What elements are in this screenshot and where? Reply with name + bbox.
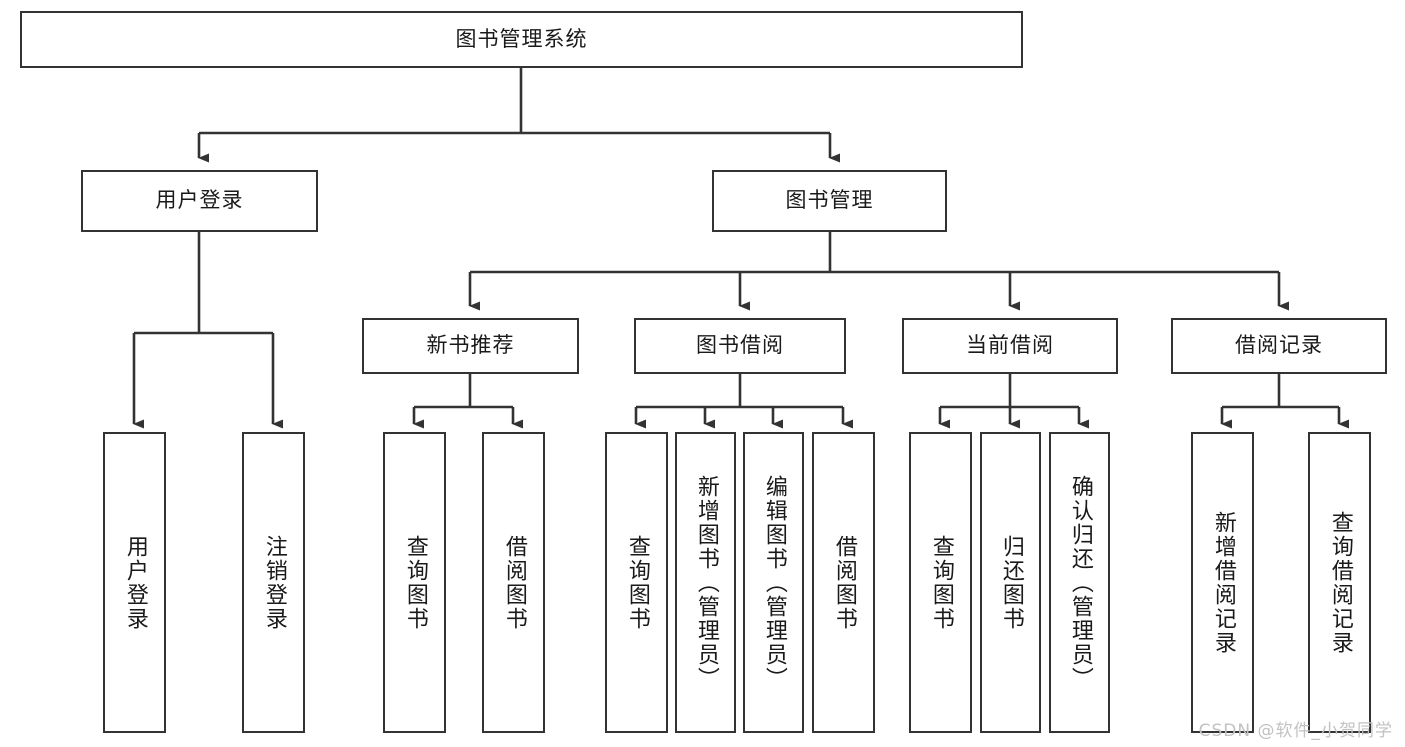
node-borrow-record[interactable]: 借阅记录 <box>1171 318 1387 374</box>
leaf-new-book-rec-2[interactable]: 借阅图书 <box>482 432 545 733</box>
leaf-user-login-1-label: 用户登录 <box>122 534 148 631</box>
leaf-new-book-rec-1-label: 查询图书 <box>402 534 428 631</box>
watermark-text: CSDN @软件_小贺同学 <box>1198 721 1393 741</box>
leaf-book-borrow-2-label: 新增图书（管理员） <box>693 474 719 691</box>
leaf-current-borrow-2[interactable]: 归还图书 <box>980 432 1041 733</box>
leaf-current-borrow-1[interactable]: 查询图书 <box>909 432 972 733</box>
node-user-login[interactable]: 用户登录 <box>81 170 318 232</box>
leaf-current-borrow-1-label: 查询图书 <box>928 534 954 631</box>
node-book-manage[interactable]: 图书管理 <box>712 170 947 232</box>
node-book-borrow-label: 图书借阅 <box>696 333 784 358</box>
leaf-borrow-record-2[interactable]: 查询借阅记录 <box>1308 432 1371 733</box>
node-current-borrow[interactable]: 当前借阅 <box>902 318 1118 374</box>
leaf-new-book-rec-1[interactable]: 查询图书 <box>383 432 446 733</box>
node-root-label: 图书管理系统 <box>455 26 588 51</box>
node-book-manage-label: 图书管理 <box>785 188 874 213</box>
node-new-book-rec[interactable]: 新书推荐 <box>362 318 579 374</box>
leaf-user-login-1[interactable]: 用户登录 <box>103 432 166 733</box>
leaf-current-borrow-2-label: 归还图书 <box>998 534 1024 631</box>
leaf-book-borrow-3[interactable]: 编辑图书（管理员） <box>743 432 804 733</box>
leaf-user-login-2[interactable]: 注销登录 <box>242 432 305 733</box>
leaf-book-borrow-1[interactable]: 查询图书 <box>605 432 668 733</box>
leaf-book-borrow-4-label: 借阅图书 <box>831 534 857 631</box>
leaf-borrow-record-2-label: 查询借阅记录 <box>1327 510 1353 655</box>
node-book-borrow[interactable]: 图书借阅 <box>634 318 846 374</box>
leaf-new-book-rec-2-label: 借阅图书 <box>501 534 527 631</box>
leaf-current-borrow-3-label: 确认归还（管理员） <box>1067 474 1093 691</box>
leaf-book-borrow-3-label: 编辑图书（管理员） <box>761 474 787 691</box>
leaf-borrow-record-1[interactable]: 新增借阅记录 <box>1191 432 1254 733</box>
node-current-borrow-label: 当前借阅 <box>966 333 1054 358</box>
node-user-login-label: 用户登录 <box>155 188 244 213</box>
leaf-borrow-record-1-label: 新增借阅记录 <box>1210 510 1236 655</box>
leaf-book-borrow-2[interactable]: 新增图书（管理员） <box>675 432 736 733</box>
node-root[interactable]: 图书管理系统 <box>20 11 1023 68</box>
node-new-book-rec-label: 新书推荐 <box>426 333 515 358</box>
node-borrow-record-label: 借阅记录 <box>1235 333 1323 358</box>
leaf-book-borrow-4[interactable]: 借阅图书 <box>812 432 875 733</box>
leaf-book-borrow-1-label: 查询图书 <box>624 534 650 631</box>
leaf-current-borrow-3[interactable]: 确认归还（管理员） <box>1049 432 1110 733</box>
leaf-user-login-2-label: 注销登录 <box>261 534 287 631</box>
